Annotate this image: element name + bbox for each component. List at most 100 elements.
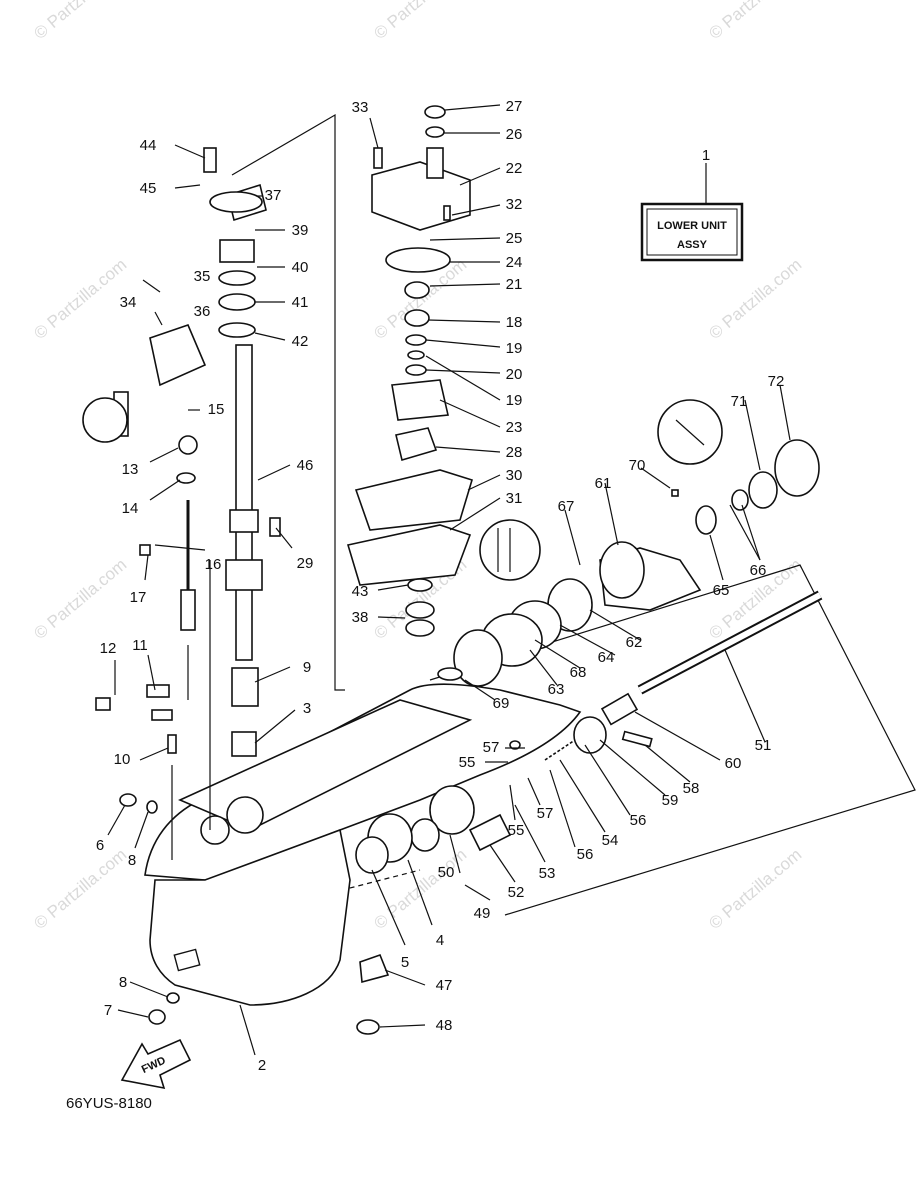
callout-60: 60	[725, 755, 742, 772]
callout-63: 63	[548, 681, 565, 698]
callout-68: 68	[570, 664, 587, 681]
callout-67: 67	[558, 498, 575, 515]
lower-unit-housing	[144, 560, 582, 1006]
callout-35: 35	[194, 268, 211, 285]
callout-12: 12	[100, 640, 117, 657]
callout-29: 29	[297, 555, 314, 572]
water-pump-assembly	[346, 105, 473, 637]
callout-46: 46	[297, 457, 314, 474]
diagram-code: 66YUS-8180	[66, 1095, 152, 1112]
callout-17: 17	[130, 589, 147, 606]
watermark-text: © Partzilla.com	[30, 0, 130, 43]
drive-shaft-assembly	[203, 147, 267, 757]
callout-24: 24	[506, 254, 523, 271]
watermark-text: © Partzilla.com	[705, 0, 805, 43]
title-box-line1: LOWER UNIT	[657, 220, 727, 232]
callout-19: 19	[506, 392, 523, 409]
callout-57: 57	[537, 805, 554, 822]
callout-7: 7	[104, 1002, 112, 1019]
callout-58: 58	[683, 780, 700, 797]
watermark-text: © Partzilla.com	[30, 555, 130, 643]
callout-61: 61	[595, 475, 612, 492]
callout-11: 11	[132, 637, 148, 654]
callout-9: 9	[303, 659, 311, 676]
callout-34: 34	[120, 294, 137, 311]
callout-30: 30	[506, 467, 523, 484]
callout-20: 20	[506, 366, 523, 383]
callout-49: 49	[474, 905, 491, 922]
callout-71: 71	[731, 393, 748, 410]
callout-32: 32	[506, 196, 523, 213]
callout-8: 8	[119, 974, 127, 991]
watermark-text: © Partzilla.com	[30, 845, 130, 933]
callout-50: 50	[438, 864, 455, 881]
callout-22: 22	[506, 160, 523, 177]
callout-59: 59	[662, 792, 679, 809]
callout-51: 51	[755, 737, 772, 754]
watermark-text: © Partzilla.com	[705, 255, 805, 343]
callout-31: 31	[506, 490, 523, 507]
callout-53: 53	[539, 865, 556, 882]
callout-6: 6	[96, 837, 104, 854]
watermark-text: © Partzilla.com	[705, 845, 805, 933]
callout-41: 41	[292, 294, 309, 311]
callout-56: 56	[630, 812, 647, 829]
callout-57: 57	[483, 739, 500, 756]
callout-36: 36	[194, 303, 211, 320]
callout-23: 23	[506, 419, 523, 436]
callout-56: 56	[577, 846, 594, 863]
callout-39: 39	[292, 222, 309, 239]
callout-19: 19	[506, 340, 523, 357]
callout-8: 8	[128, 852, 136, 869]
leader-lines	[107, 104, 791, 1056]
callout-72: 72	[768, 373, 785, 390]
callout-18: 18	[506, 314, 523, 331]
watermark-text: © Partzilla.com	[30, 255, 130, 343]
callout-42: 42	[292, 333, 309, 350]
callout-21: 21	[506, 276, 523, 293]
callout-55: 55	[508, 822, 525, 839]
callout-15: 15	[208, 401, 225, 418]
callout-16: 16	[205, 556, 222, 573]
title-box-line2: ASSY	[677, 239, 708, 251]
callout-69: 69	[493, 695, 510, 712]
hardware-items	[95, 489, 679, 1025]
callout-70: 70	[629, 457, 646, 474]
callout-3: 3	[303, 700, 311, 717]
callout-64: 64	[598, 649, 615, 666]
callout-4: 4	[436, 932, 444, 949]
callout-13: 13	[122, 461, 139, 478]
callout-65: 65	[713, 582, 730, 599]
callout-45: 45	[140, 180, 157, 197]
callout-52: 52	[508, 884, 525, 901]
callout-1: 1	[702, 147, 710, 164]
callout-10: 10	[114, 751, 131, 768]
callout-40: 40	[292, 259, 309, 276]
shift-rod-assembly	[82, 324, 207, 631]
watermark-text: © Partzilla.com	[370, 0, 470, 43]
callout-28: 28	[506, 444, 523, 461]
callout-33: 33	[352, 99, 369, 116]
callout-62: 62	[626, 634, 643, 651]
callout-44: 44	[140, 137, 157, 154]
propeller-shaft-assembly	[355, 439, 823, 1035]
detail-circles	[479, 399, 723, 581]
callout-2: 2	[258, 1057, 266, 1074]
callout-48: 48	[436, 1017, 453, 1034]
callout-5: 5	[401, 954, 409, 971]
callout-27: 27	[506, 98, 523, 115]
callout-55: 55	[459, 754, 476, 771]
callout-38: 38	[352, 609, 369, 626]
callout-labels: 1 2 3 4 5 6 7 8 8 9 10 11 12 13 14 15 16…	[96, 98, 785, 1074]
callout-47: 47	[436, 977, 453, 994]
callout-14: 14	[122, 500, 139, 517]
lower-unit-assy-box: LOWER UNIT ASSY	[640, 163, 744, 262]
callout-25: 25	[506, 230, 523, 247]
callout-54: 54	[602, 832, 619, 849]
callout-66: 66	[750, 562, 767, 579]
callout-26: 26	[506, 126, 523, 143]
callout-43: 43	[352, 583, 369, 600]
fwd-arrow: FWD	[120, 1038, 192, 1090]
